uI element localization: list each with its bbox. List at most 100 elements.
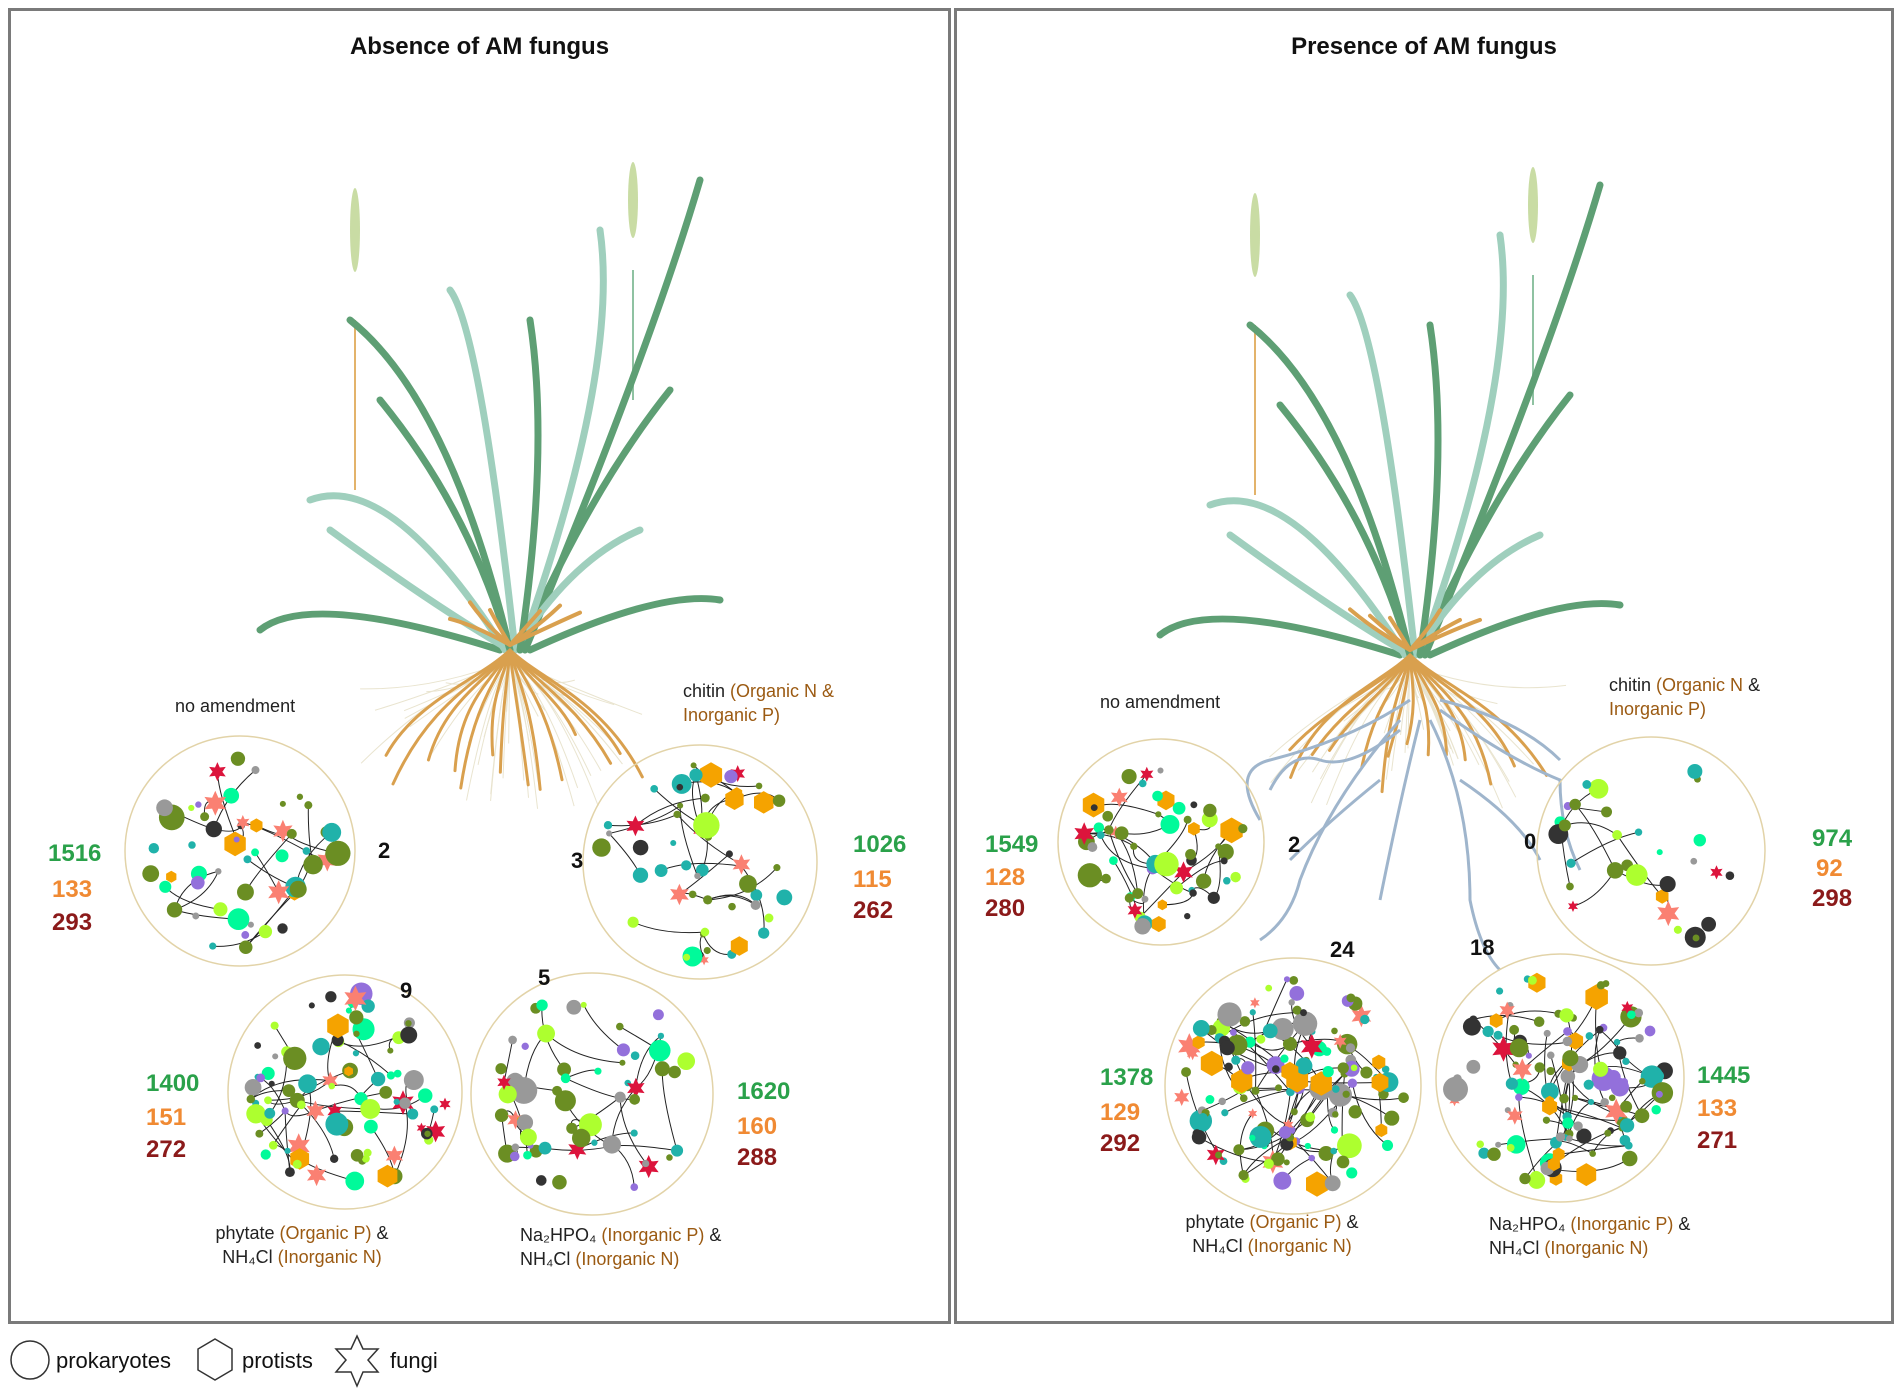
leaf — [1426, 600, 1624, 659]
protist-count: 128 — [985, 864, 1026, 891]
fungi-node — [1657, 900, 1680, 927]
prokaryote-node — [630, 1129, 638, 1137]
prokaryote-node — [1160, 814, 1180, 834]
prokaryote-node — [654, 1061, 670, 1077]
prokaryote-node — [1555, 1132, 1566, 1142]
hypha — [1428, 719, 1502, 972]
prokaryote-node — [1272, 1065, 1280, 1073]
prokaryote-node — [264, 1107, 276, 1119]
prokaryote-node — [328, 1082, 336, 1090]
prokaryote-node — [1221, 1109, 1229, 1117]
network-edge — [1108, 829, 1139, 894]
network-edge — [608, 833, 641, 876]
prokaryote-node — [1170, 881, 1184, 895]
prokaryote-node — [694, 872, 701, 880]
prokaryote-node — [1172, 801, 1186, 815]
label-org: (Organic N — [1656, 675, 1744, 695]
prokaryote-node — [215, 868, 222, 875]
label-org: (Organic P) — [1249, 1212, 1342, 1232]
protist-node — [1371, 1072, 1389, 1093]
fungi-node — [1605, 1098, 1628, 1124]
root — [1360, 653, 1412, 769]
prokaryote-node — [223, 787, 240, 804]
prokaryote-node — [244, 1078, 262, 1096]
prokaryote-node — [642, 1159, 650, 1168]
leaf — [526, 595, 724, 654]
prokaryote-node — [1305, 1112, 1316, 1123]
fungi-node — [1248, 1108, 1258, 1119]
prokaryote-node — [1292, 1005, 1302, 1015]
prokaryote-node — [1203, 803, 1217, 818]
crown-root — [508, 610, 582, 647]
prokaryote-node — [1725, 871, 1735, 881]
hypha — [1378, 719, 1422, 901]
prokaryote-node — [1608, 1094, 1616, 1102]
leaf — [446, 286, 519, 654]
network-label-no-amendment: no amendment — [175, 696, 296, 716]
fungi-node — [507, 1110, 524, 1130]
prokaryote-node — [1595, 1025, 1604, 1034]
protist-node — [1281, 1061, 1299, 1082]
network-edge — [1100, 834, 1153, 869]
label-org: (Inorganic N) — [1247, 1236, 1352, 1256]
prokaryote-node — [1398, 1092, 1409, 1103]
prokaryote-node — [703, 946, 711, 955]
leaf — [1346, 291, 1419, 659]
protist-node — [1489, 1013, 1503, 1028]
leaf — [1206, 497, 1409, 659]
prokaryote-node — [1496, 987, 1504, 995]
prokaryote-node — [325, 991, 337, 1003]
prokaryote-node — [554, 1090, 576, 1112]
prokaryote-node — [268, 1140, 278, 1150]
prokaryote-node — [1566, 1135, 1573, 1142]
leaf — [326, 526, 514, 654]
prokaryote-node — [361, 1154, 370, 1163]
fungi-node — [1283, 1118, 1294, 1131]
prokaryote-node — [1155, 811, 1162, 818]
fungi-node — [1492, 1036, 1515, 1062]
prokaryote-node — [1563, 1027, 1572, 1036]
network-boundary — [1536, 736, 1766, 966]
network-boundary — [582, 744, 818, 980]
prokaryote-node — [213, 902, 228, 917]
fungi-count: 293 — [52, 909, 93, 936]
prokaryote-node — [1262, 1023, 1278, 1039]
node-count: 1549 — [985, 831, 1039, 858]
fungi-node — [322, 1071, 338, 1090]
prokaryote-node — [1215, 843, 1222, 850]
seed-head — [628, 162, 638, 238]
prokaryote-node — [1443, 1076, 1468, 1102]
prokaryote-node — [1613, 1046, 1627, 1060]
network-edge — [741, 865, 765, 934]
edge-count: 2 — [1288, 832, 1301, 857]
protist-node — [1192, 1035, 1205, 1050]
protist-node — [1576, 1163, 1597, 1187]
prokaryote-node — [277, 923, 288, 934]
prokaryote-node — [1652, 1070, 1665, 1082]
prokaryote-node — [1478, 1147, 1490, 1159]
leaf — [1246, 321, 1414, 659]
prokaryote-node — [1627, 1010, 1636, 1019]
protist-node — [754, 791, 774, 814]
protist-hexagon-icon — [197, 1338, 233, 1381]
prokaryote-node — [1207, 891, 1220, 904]
prokaryote-node — [1620, 1078, 1629, 1086]
prokaryote-node — [230, 751, 246, 766]
prokaryote-node — [552, 1085, 563, 1096]
prokaryote-node — [1162, 819, 1170, 827]
prokaryote-node — [1509, 1024, 1520, 1035]
prokaryote-node — [1278, 1126, 1292, 1139]
network-edge — [1572, 870, 1616, 907]
prokaryote-node — [668, 1065, 681, 1079]
prokaryote-node — [627, 916, 639, 928]
prokaryote-node — [386, 1071, 396, 1080]
protist-node — [1655, 889, 1669, 904]
prokaryote-node — [1181, 1067, 1192, 1077]
network-label-chitin: chitin (Organic N & Inorganic P) — [683, 679, 834, 727]
prokaryote-node — [1646, 1029, 1653, 1037]
prokaryote-node — [755, 782, 763, 790]
prokaryote-node — [1290, 1108, 1298, 1116]
prokaryote-node — [1693, 833, 1706, 847]
fungi-node — [1506, 1106, 1523, 1125]
prokaryote-node — [657, 1032, 665, 1040]
